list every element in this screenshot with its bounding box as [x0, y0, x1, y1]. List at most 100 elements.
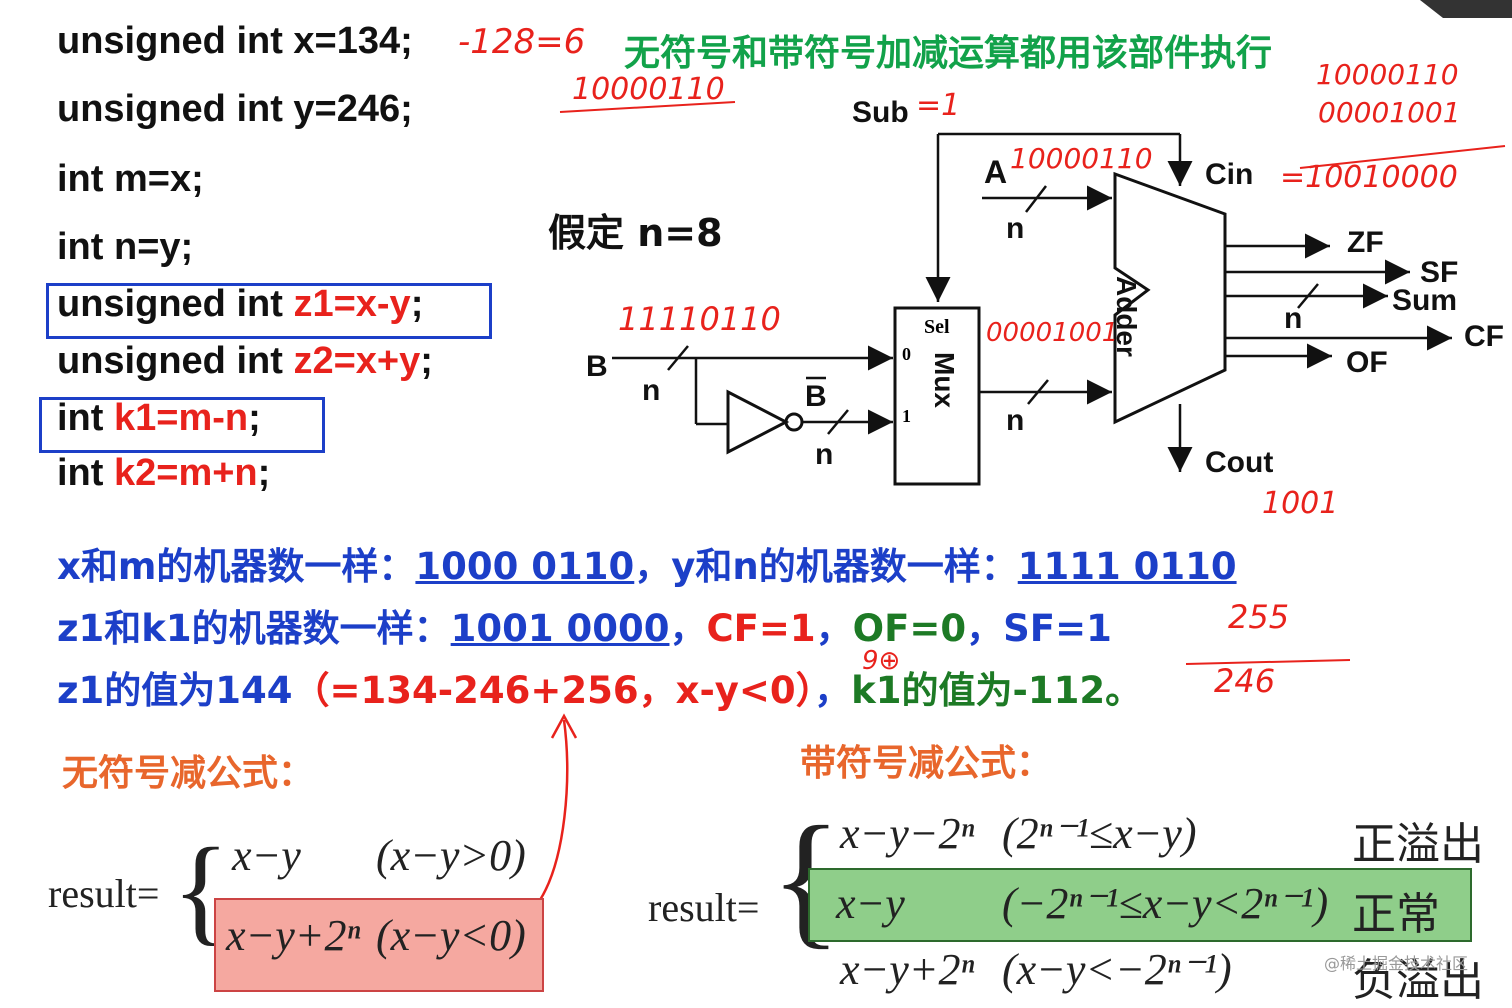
explain-1-c: ，y和n的机器数一样： — [634, 545, 1018, 588]
mux-out-width-label: n — [1006, 404, 1025, 437]
signed-case-2-cond: (−2ⁿ⁻¹≤x−y<2ⁿ⁻¹) — [1002, 879, 1329, 928]
handwritten-x-binary: 10000110 — [572, 72, 725, 107]
signed-normal-case-box — [808, 868, 1472, 942]
explain-3-g: k1的值为-112 — [851, 669, 1106, 712]
handwritten-b-value: 11110110 — [618, 300, 781, 338]
explain-3-f: ， — [814, 669, 852, 712]
explain-2-g: ， — [966, 607, 1004, 650]
signed-case-1-label: 正溢出 — [1352, 820, 1484, 869]
a-width-label: n — [1006, 212, 1025, 245]
code-line-5: unsigned int z1=x-y; — [57, 283, 423, 326]
handwritten-sub-value: =1 — [916, 88, 961, 123]
mux-input-0: 0 — [902, 344, 911, 364]
explain-3-b: （ — [292, 669, 330, 712]
page-title: 无符号和带符号加减运算都用该部件执行 — [624, 33, 1273, 74]
mux-block — [893, 306, 981, 486]
signed-case-2-expr: x−y — [836, 879, 905, 928]
code-line-4: int n=y; — [57, 226, 194, 268]
explain-line-2: z1和k1的机器数一样：1001 0000，CF=1，OF=0，SF=1 — [57, 598, 1112, 652]
unsigned-negative-case-box — [214, 898, 544, 992]
explain-line-1: x和m的机器数一样：1000 0110，y和n的机器数一样：1111 0110 — [57, 536, 1237, 590]
unsigned-case-2-expr: x−y+2ⁿ — [226, 911, 361, 960]
handwritten-90: 9⊕ — [862, 646, 901, 676]
b-width-label: n — [642, 374, 661, 407]
explain-2-of: OF=0 — [852, 607, 967, 650]
unsigned-case-2-cond: (x−y<0) — [376, 911, 526, 960]
unsigned-result-label: result= — [48, 871, 160, 916]
explain-1-b: 1000 0110 — [415, 545, 635, 588]
bbar-bus-slash — [827, 409, 849, 435]
code-line-5-suffix: ; — [410, 283, 424, 325]
code-line-7: int k1=m-n; — [57, 397, 261, 440]
explain-2-cf: CF=1 — [706, 607, 816, 650]
a-label: A — [984, 154, 1008, 190]
sum-width-label: n — [1284, 302, 1303, 335]
sub-label: Sub — [852, 96, 909, 129]
code-line-8-expr: k2=m+n — [113, 452, 258, 494]
signed-result-label: result= — [648, 885, 760, 930]
highlight-box-k1 — [39, 397, 325, 453]
code-line-5-expr: z1=x-y — [293, 283, 411, 325]
handwritten-sum-b: 00001001 — [1318, 96, 1461, 129]
cf-label: CF — [1464, 320, 1504, 353]
code-line-6-prefix: unsigned int — [57, 340, 294, 382]
highlight-box-z1 — [46, 283, 492, 339]
code-line-7-prefix: int — [57, 397, 114, 439]
handwritten-sum-a: 10000110 — [1316, 58, 1459, 91]
code-line-5-prefix: unsigned int — [57, 283, 294, 325]
signed-case-3-cond: (x−y<−2ⁿ⁻¹) — [1002, 945, 1232, 994]
unsigned-formula-title: 无符号减公式： — [62, 753, 315, 794]
code-line-7-suffix: ; — [248, 397, 261, 439]
code-line-6-expr: z2=x+y — [293, 340, 421, 382]
code-line-1: unsigned int x=134; — [57, 20, 413, 62]
mux-out-bus-slash — [1027, 379, 1049, 405]
hw-sum-line — [1299, 145, 1506, 169]
hw-underline-x — [559, 101, 736, 113]
adder-block — [1113, 171, 1227, 425]
signed-case-1-cond: (2ⁿ⁻¹≤x−y) — [1002, 809, 1197, 858]
bbar-label: B — [805, 380, 827, 413]
code-line-8: int k2=m+n; — [57, 452, 270, 495]
signed-case-1-expr: x−y−2ⁿ — [840, 809, 975, 858]
explain-2-b: 1001 0000 — [450, 607, 670, 650]
explain-1-a: x和m的机器数一样： — [57, 545, 416, 588]
code-line-3: int m=x; — [57, 158, 204, 200]
code-line-6-suffix: ; — [420, 340, 433, 382]
handwritten-sum-result: =10010000 — [1280, 160, 1458, 195]
explain-3-h: 。 — [1105, 669, 1143, 712]
of-label: OF — [1346, 346, 1388, 379]
watermark: @稀土掘金技术社区 — [1324, 954, 1469, 973]
unsigned-case-1-expr: x−y — [232, 831, 301, 880]
assumption-label: 假定 n=8 — [548, 211, 723, 255]
handwritten-1001: 1001 — [1262, 486, 1339, 521]
handwritten-x-note: -128=6 — [458, 22, 586, 62]
handwritten-a-value: 10000110 — [1010, 142, 1153, 175]
code-line-2: unsigned int y=246; — [57, 88, 413, 130]
cin-label: Cin — [1205, 158, 1254, 191]
unsigned-case-1-cond: (x−y>0) — [376, 831, 526, 880]
explain-2-c: ， — [669, 607, 707, 650]
handwritten-mux-out: 00001001 — [986, 318, 1119, 348]
inverter-gate — [726, 389, 790, 455]
explain-2-e: ， — [815, 607, 853, 650]
mux-sel-label: Sel — [924, 316, 950, 338]
zf-label: ZF — [1347, 226, 1384, 259]
signed-case-3-expr: x−y+2ⁿ — [840, 945, 975, 994]
explain-2-sf: SF=1 — [1003, 607, 1112, 650]
code-line-7-expr: k1=m-n — [113, 397, 249, 439]
code-line-8-suffix: ; — [257, 452, 271, 494]
hw-strike — [1185, 659, 1351, 665]
bbar-width-label: n — [815, 438, 834, 471]
explain-3-d: ，x-y<0 — [638, 669, 796, 712]
b-label: B — [586, 350, 608, 383]
handwritten-255: 255 — [1228, 598, 1290, 636]
explain-3-e: ） — [795, 669, 815, 712]
sum-label: Sum — [1392, 284, 1458, 317]
a-bus-slash — [1025, 185, 1047, 213]
sum-bus-slash — [1297, 283, 1319, 309]
explain-2-a: z1和k1的机器数一样： — [57, 607, 451, 650]
explain-3-a: z1的值为144 — [57, 669, 293, 712]
b-bus-slash — [667, 345, 689, 371]
